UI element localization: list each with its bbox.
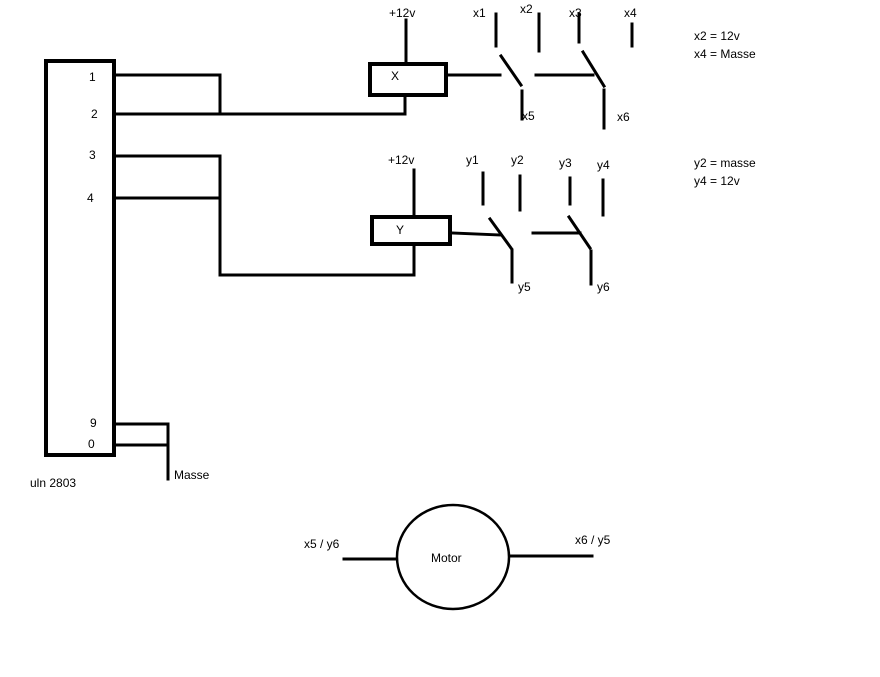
- relay-x-note-1: x2 = 12v: [694, 29, 740, 43]
- relay-y-coil: [370, 215, 452, 246]
- contact-x6-label: x6: [617, 110, 630, 124]
- contact-y3-label: y3: [559, 156, 572, 170]
- wires-pins-3-4: [114, 154, 416, 277]
- motor-symbol: [395, 503, 511, 611]
- pin-4-label: 4: [87, 191, 94, 205]
- pin-9-label: 9: [90, 416, 97, 430]
- motor-label: Motor: [431, 551, 462, 565]
- relay-y: [370, 168, 605, 286]
- pin-0-label: 0: [88, 437, 95, 451]
- pin-2-label: 2: [91, 107, 98, 121]
- contact-y1-label: y1: [466, 153, 479, 167]
- relay-x-note-2: x4 = Masse: [694, 47, 756, 61]
- relay-y-coil-label: Y: [396, 223, 404, 237]
- wires-pins-1-2: [114, 73, 407, 116]
- contact-x1-label: x1: [473, 6, 486, 20]
- contact-y4-label: y4: [597, 158, 610, 172]
- contact-x2-label: x2: [520, 2, 533, 16]
- relay-x: [368, 12, 634, 130]
- chip-name: uln 2803: [30, 476, 76, 490]
- relay-y-supply-label: +12v: [388, 153, 414, 167]
- relay-y-note-1: y2 = masse: [694, 156, 756, 170]
- relay-x-coil-label: X: [391, 69, 399, 83]
- relay-x-supply-label: +12v: [389, 6, 415, 20]
- pin-3-label: 3: [89, 148, 96, 162]
- pin-1-label: 1: [89, 70, 96, 84]
- motor-right-terminal-label: x6 / y5: [575, 533, 611, 547]
- relay-x-coil: [368, 62, 448, 97]
- contact-y5-label: y5: [518, 280, 531, 294]
- relay-y-note-2: y4 = 12v: [694, 174, 740, 188]
- contact-x3-label: x3: [569, 6, 582, 20]
- contact-x5-label: x5: [522, 109, 535, 123]
- contact-y6-label: y6: [597, 280, 610, 294]
- contact-y2-label: y2: [511, 153, 524, 167]
- motor-left-terminal-label: x5 / y6: [304, 537, 340, 551]
- ground-label: Masse: [174, 468, 210, 482]
- uln2803-chip: [44, 59, 116, 457]
- contact-x4-label: x4: [624, 6, 637, 20]
- motor: [342, 503, 594, 611]
- wires-ground: [114, 422, 170, 481]
